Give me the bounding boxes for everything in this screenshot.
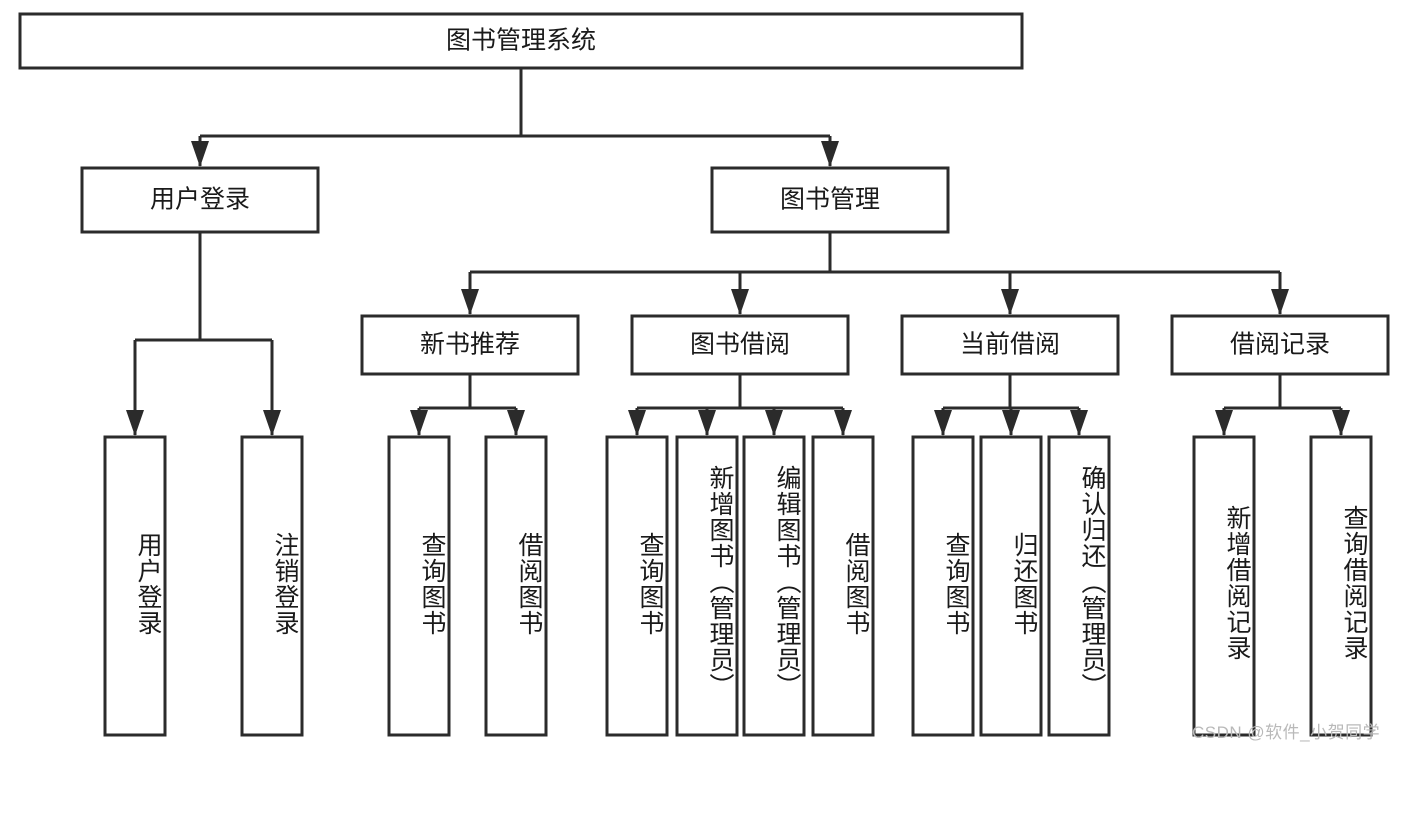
node-box-leaf-query-borrow-record[interactable] [1309,435,1373,737]
arrow-head-icon-new-book-recommend [461,289,479,315]
node-box-leaf-query-book-1[interactable] [387,435,451,737]
watermark: CSDN @软件_小贺同学 [1192,723,1381,742]
node-box-leaf-add-book[interactable] [675,435,739,737]
arrow-head-icon-book-manage [821,141,839,167]
node-box-leaf-borrow-book-1[interactable] [484,435,548,737]
node-box-root[interactable] [18,12,1024,70]
node-box-leaf-query-book-3[interactable] [911,435,975,737]
arrow-head-icon-leaf-query-book-1 [410,410,428,436]
node-box-leaf-user-logout[interactable] [240,435,304,737]
arrow-head-icon-borrow-record [1271,289,1289,315]
arrow-head-icon-leaf-user-login [126,410,144,436]
arrow-head-icon-leaf-add-borrow-record [1215,410,1233,436]
node-box-leaf-return-book[interactable] [979,435,1043,737]
arrow-head-icon-leaf-query-book-3 [934,410,952,436]
node-box-book-borrow[interactable] [630,314,850,376]
arrow-head-icon-leaf-add-book [698,410,716,436]
node-box-leaf-borrow-book-2[interactable] [811,435,875,737]
node-box-borrow-record[interactable] [1170,314,1390,376]
arrow-head-icon-book-borrow [731,289,749,315]
arrow-head-icon-leaf-query-book-2 [628,410,646,436]
arrow-head-icon-leaf-query-borrow-record [1332,410,1350,436]
node-box-user-login[interactable] [80,166,320,234]
node-box-leaf-edit-book[interactable] [742,435,806,737]
diagram-canvas: 图书管理系统用户登录图书管理新书推荐图书借阅当前借阅借阅记录 用户登录注销登录查… [18,12,1390,742]
node-box-current-borrow[interactable] [900,314,1120,376]
node-label-book-manage: 图书管理 [780,186,880,214]
arrow-head-icon-current-borrow [1001,289,1019,315]
node-box-leaf-user-login[interactable] [103,435,167,737]
node-label-user-login: 用户登录 [150,186,250,214]
arrow-head-icon-leaf-user-logout [263,410,281,436]
node-box-leaf-add-borrow-record[interactable] [1192,435,1256,737]
arrow-head-icon-user-login [191,141,209,167]
node-label-book-borrow: 图书借阅 [690,331,790,359]
node-label-current-borrow: 当前借阅 [960,331,1060,359]
arrow-head-icon-leaf-return-book [1002,410,1020,436]
node-box-leaf-query-book-2[interactable] [605,435,669,737]
node-box-new-book-recommend[interactable] [360,314,580,376]
node-label-root: 图书管理系统 [446,27,596,55]
arrow-head-icon-leaf-edit-book [765,410,783,436]
arrow-head-icon-leaf-confirm-return [1070,410,1088,436]
node-box-leaf-confirm-return[interactable] [1047,435,1111,737]
arrow-head-icon-leaf-borrow-book-2 [834,410,852,436]
node-box-book-manage[interactable] [710,166,950,234]
node-label-new-book-recommend: 新书推荐 [420,331,520,359]
arrow-head-icon-leaf-borrow-book-1 [507,410,525,436]
boxes-layer [18,12,1390,737]
node-label-borrow-record: 借阅记录 [1230,331,1330,359]
connectors-layer [126,68,1350,436]
